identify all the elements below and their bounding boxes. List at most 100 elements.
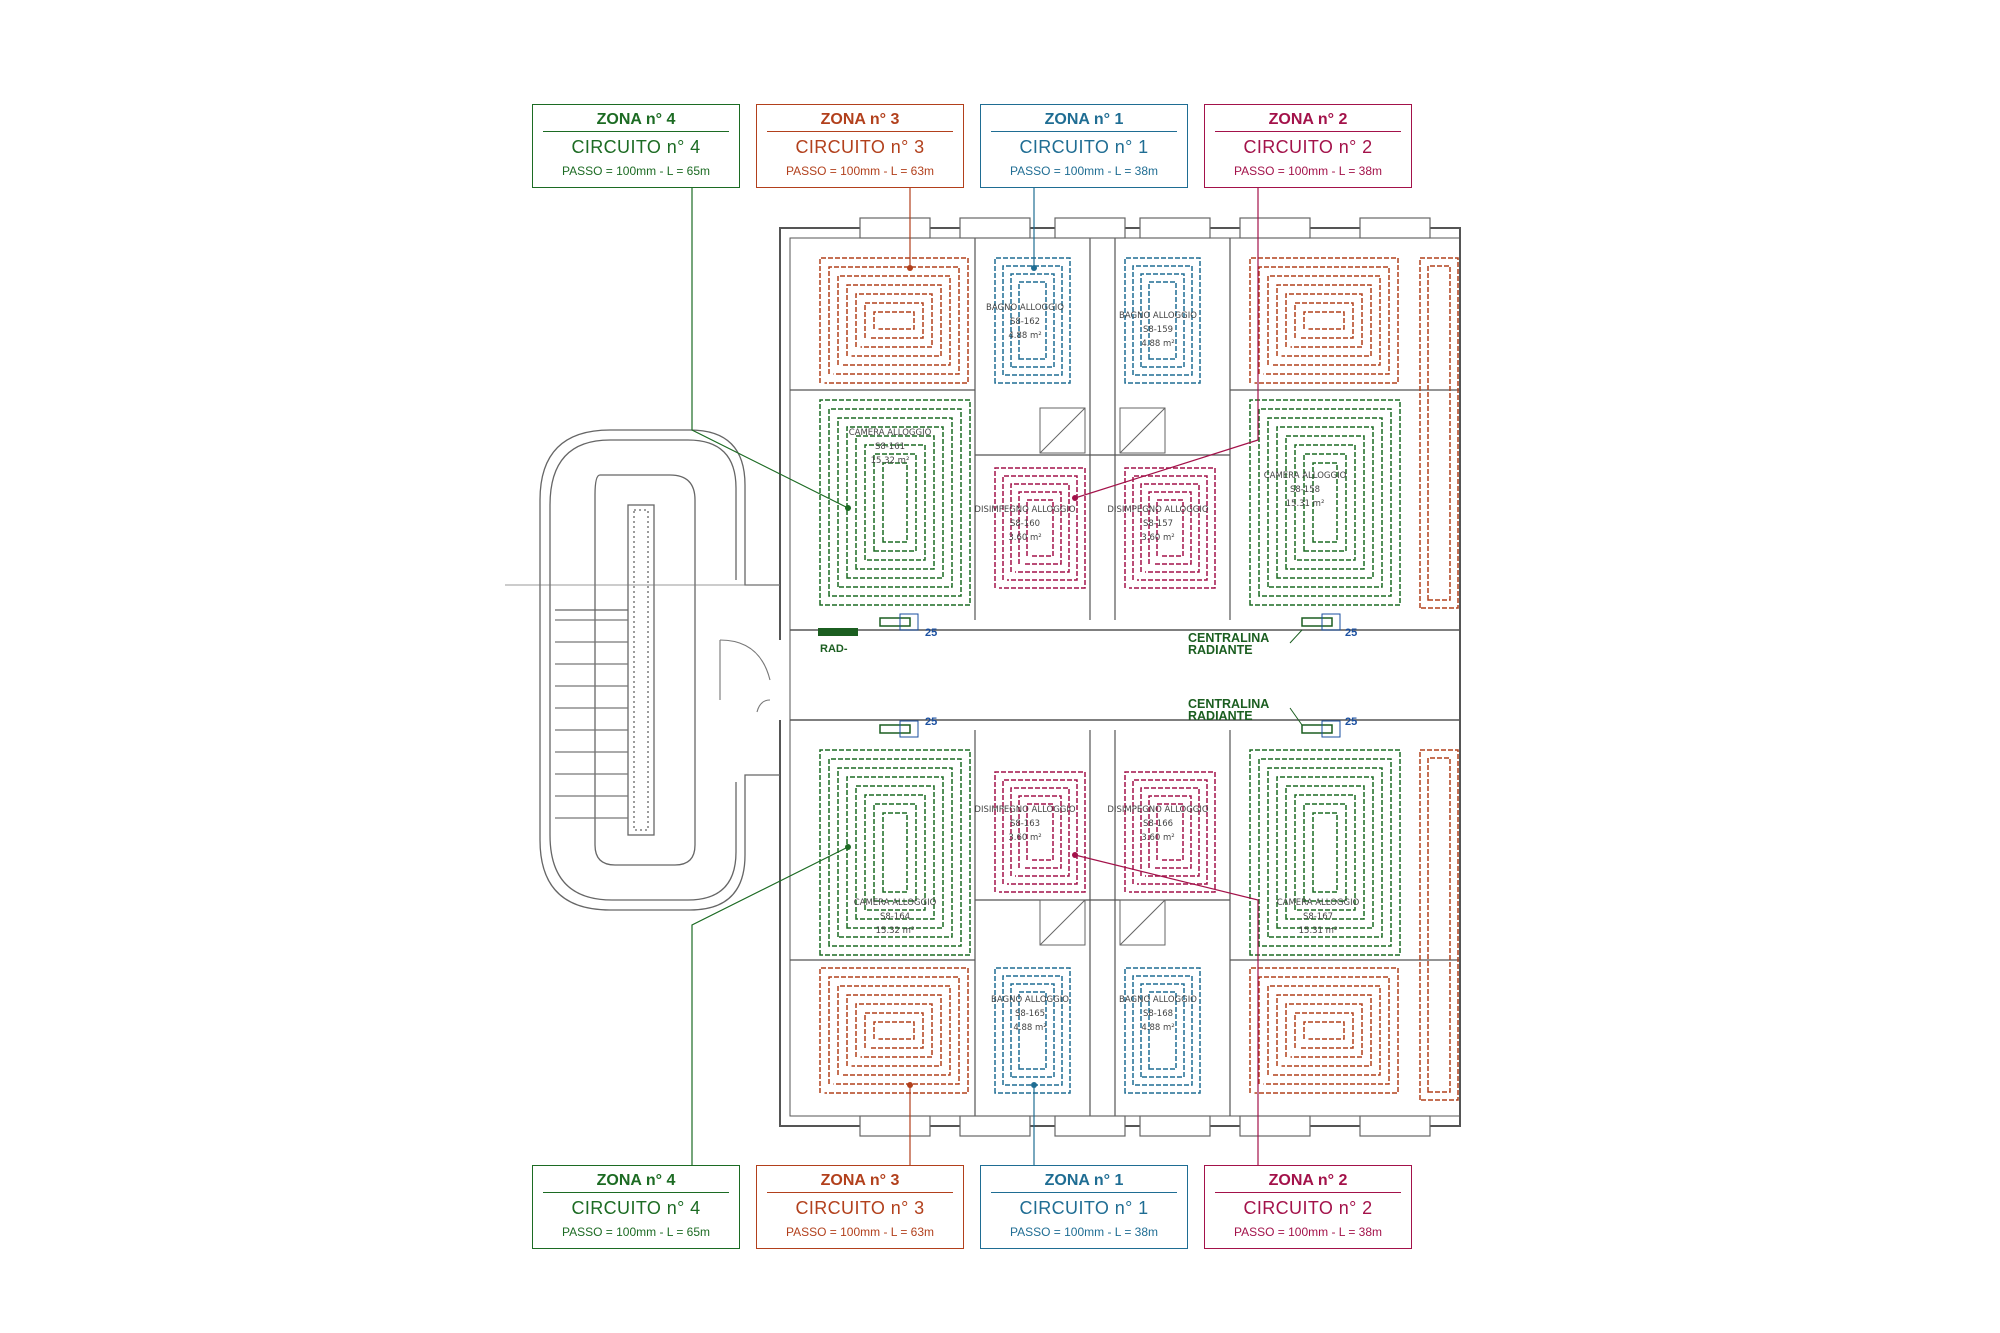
label-bottom-zona-3: ZONA n° 3 CIRCUITO n° 3 PASSO = 100mm - …	[756, 1165, 964, 1249]
circuito-title: CIRCUITO n° 4	[571, 137, 701, 157]
window-6	[859, 1115, 931, 1137]
room-code-1: S8-159	[1143, 325, 1173, 335]
divider	[991, 1192, 1177, 1193]
room-code-7: S8-166	[1143, 819, 1173, 829]
window-5	[1359, 217, 1431, 239]
leader-dot-5	[907, 1082, 913, 1088]
room-name-2: CAMERA ALLOGGIO	[849, 428, 932, 438]
shower-diag-1	[1119, 407, 1166, 454]
zona-title: ZONA n° 3	[820, 1172, 900, 1189]
label-bottom-zona-2: ZONA n° 2 CIRCUITO n° 2 PASSO = 100mm - …	[1204, 1165, 1412, 1249]
leader-dot-0	[845, 505, 851, 511]
room-code-8: S8-164	[880, 912, 910, 922]
building-walls	[778, 227, 1461, 1127]
room-name-10: BAGNO ALLOGGIO	[991, 995, 1069, 1005]
zona-title: ZONA n° 4	[596, 111, 676, 128]
room-name-0: BAGNO ALLOGGIO	[986, 303, 1064, 313]
rad-symbol	[818, 628, 858, 636]
window-2	[1054, 217, 1126, 239]
dim-25-c: 25	[925, 716, 937, 728]
shower-diag-0	[1039, 407, 1086, 454]
room-name-5: CAMERA ALLOGGIO	[1264, 471, 1347, 481]
zona-title: ZONA n° 4	[596, 1172, 676, 1189]
label-top-zona-2: ZONA n° 2 CIRCUITO n° 2 PASSO = 100mm - …	[1204, 104, 1412, 188]
divider	[543, 1192, 729, 1193]
room-area-1: 4.88 m²	[1141, 339, 1174, 349]
manifolds	[879, 613, 1341, 738]
circuito-title: CIRCUITO n° 4	[571, 1198, 701, 1218]
radiante-text: RADIANTE	[1188, 709, 1253, 723]
divider	[543, 131, 729, 132]
label-top-zona-1: ZONA n° 1 CIRCUITO n° 1 PASSO = 100mm - …	[980, 104, 1188, 188]
coil-zona-3-top-left	[819, 257, 969, 384]
room-area-7: 3.60 m²	[1141, 833, 1174, 843]
passo-text: PASSO = 100mm - L = 38m	[1233, 1225, 1383, 1239]
staircase	[539, 429, 780, 911]
room-name-7: DISIMPEGNO ALLOGGIO	[1107, 805, 1208, 815]
manifold-valve-3	[1321, 720, 1341, 738]
zona-title: ZONA n° 1	[1044, 1172, 1124, 1189]
shower-diag-2	[1039, 899, 1086, 946]
shower-3	[1119, 899, 1166, 946]
divider	[991, 131, 1177, 132]
centralina-tag-upper: CENTRALINA RADIANTE	[1188, 632, 1269, 657]
leader-lines	[691, 188, 1259, 1165]
room-area-4: 3.60 m²	[1141, 533, 1174, 543]
passo-text: PASSO = 100mm - L = 65m	[561, 1225, 711, 1239]
manifold-valve-2	[899, 720, 919, 738]
coil-edge-top	[1419, 257, 1459, 609]
coil-zona-3-bottom-right	[1249, 967, 1399, 1094]
divider	[767, 1192, 953, 1193]
heating-coils	[819, 257, 1459, 1101]
leader-line-4	[691, 846, 849, 1165]
room-name-3: DISIMPEGNO ALLOGGIO	[974, 505, 1075, 515]
coil-zona-1-bottom-a	[994, 967, 1071, 1094]
circuito-title: CIRCUITO n° 1	[1019, 137, 1149, 157]
zona-title: ZONA n° 3	[820, 111, 900, 128]
room-area-5: 15.31 m²	[1286, 499, 1325, 509]
zona-title: ZONA n° 2	[1268, 111, 1348, 128]
centralina-pointer-1	[1289, 629, 1303, 644]
leader-dot-6	[1031, 1082, 1037, 1088]
circuito-title: CIRCUITO n° 2	[1243, 1198, 1373, 1218]
manifold-valve-1	[1321, 613, 1341, 631]
room-area-8: 15.32 m²	[876, 926, 915, 936]
manifold-2	[879, 724, 911, 734]
coil-zona-4-top-left	[819, 399, 971, 606]
shower-1	[1119, 407, 1166, 454]
window-8	[1054, 1115, 1126, 1137]
leader-dot-2	[1031, 265, 1037, 271]
room-area-3: 3.60 m²	[1008, 533, 1041, 543]
shower-2	[1039, 899, 1086, 946]
room-code-5: S8-158	[1290, 485, 1320, 495]
label-bottom-zona-1: ZONA n° 1 CIRCUITO n° 1 PASSO = 100mm - …	[980, 1165, 1188, 1249]
room-name-1: BAGNO ALLOGGIO	[1119, 311, 1197, 321]
coil-edge-bottom	[1419, 749, 1459, 1101]
dim-25-b: 25	[1345, 627, 1357, 639]
passo-text: PASSO = 100mm - L = 63m	[785, 164, 935, 178]
divider	[767, 131, 953, 132]
dim-25-a: 25	[925, 627, 937, 639]
room-code-11: S8-168	[1143, 1009, 1173, 1019]
shower-diag-3	[1119, 899, 1166, 946]
rad-label: RAD-	[820, 643, 848, 655]
room-area-0: 4.88 m²	[1008, 331, 1041, 341]
passo-text: PASSO = 100mm - L = 65m	[561, 164, 711, 178]
coil-zona-3-bottom-left	[819, 967, 969, 1094]
window-11	[1359, 1115, 1431, 1137]
room-name-6: DISIMPEGNO ALLOGGIO	[974, 805, 1075, 815]
room-code-10: S8-165	[1015, 1009, 1045, 1019]
window-9	[1139, 1115, 1211, 1137]
coil-zona-4-bottom-right	[1249, 749, 1401, 956]
room-name-4: DISIMPEGNO ALLOGGIO	[1107, 505, 1208, 515]
room-area-11: 4.88 m²	[1141, 1023, 1174, 1033]
zona-title: ZONA n° 2	[1268, 1172, 1348, 1189]
room-code-4: S8-157	[1143, 519, 1173, 529]
room-code-9: S8-167	[1303, 912, 1333, 922]
coil-zona-1-bottom-b	[1124, 967, 1201, 1094]
centralina-tag-lower: CENTRALINA RADIANTE	[1188, 698, 1269, 723]
circuito-title: CIRCUITO n° 1	[1019, 1198, 1149, 1218]
coil-zona-1-top-b	[1124, 257, 1201, 384]
window-1	[959, 217, 1031, 239]
